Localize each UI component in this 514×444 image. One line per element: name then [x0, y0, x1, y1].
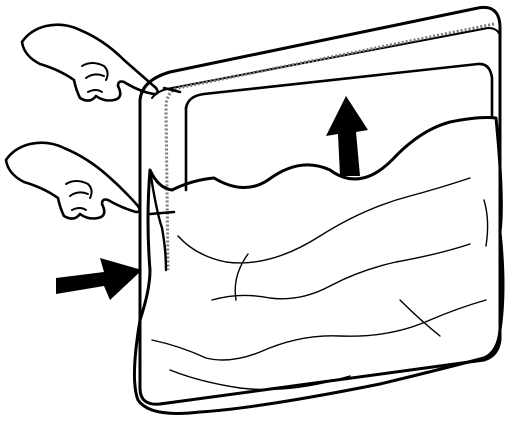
arrow-right-icon: [56, 258, 142, 300]
cushion: [140, 7, 500, 404]
cover-fabric: [134, 118, 503, 414]
arrow-up-icon: [326, 96, 368, 176]
zipper-track: [166, 24, 494, 270]
pointing-hand-icon: [6, 143, 140, 219]
cover-open-flap: [150, 170, 166, 270]
cushion-inner-edge: [186, 64, 492, 116]
pointing-hand-icon: [22, 25, 158, 101]
cover: [134, 118, 503, 414]
zipper: [150, 24, 494, 270]
cover-folds: [152, 178, 488, 390]
